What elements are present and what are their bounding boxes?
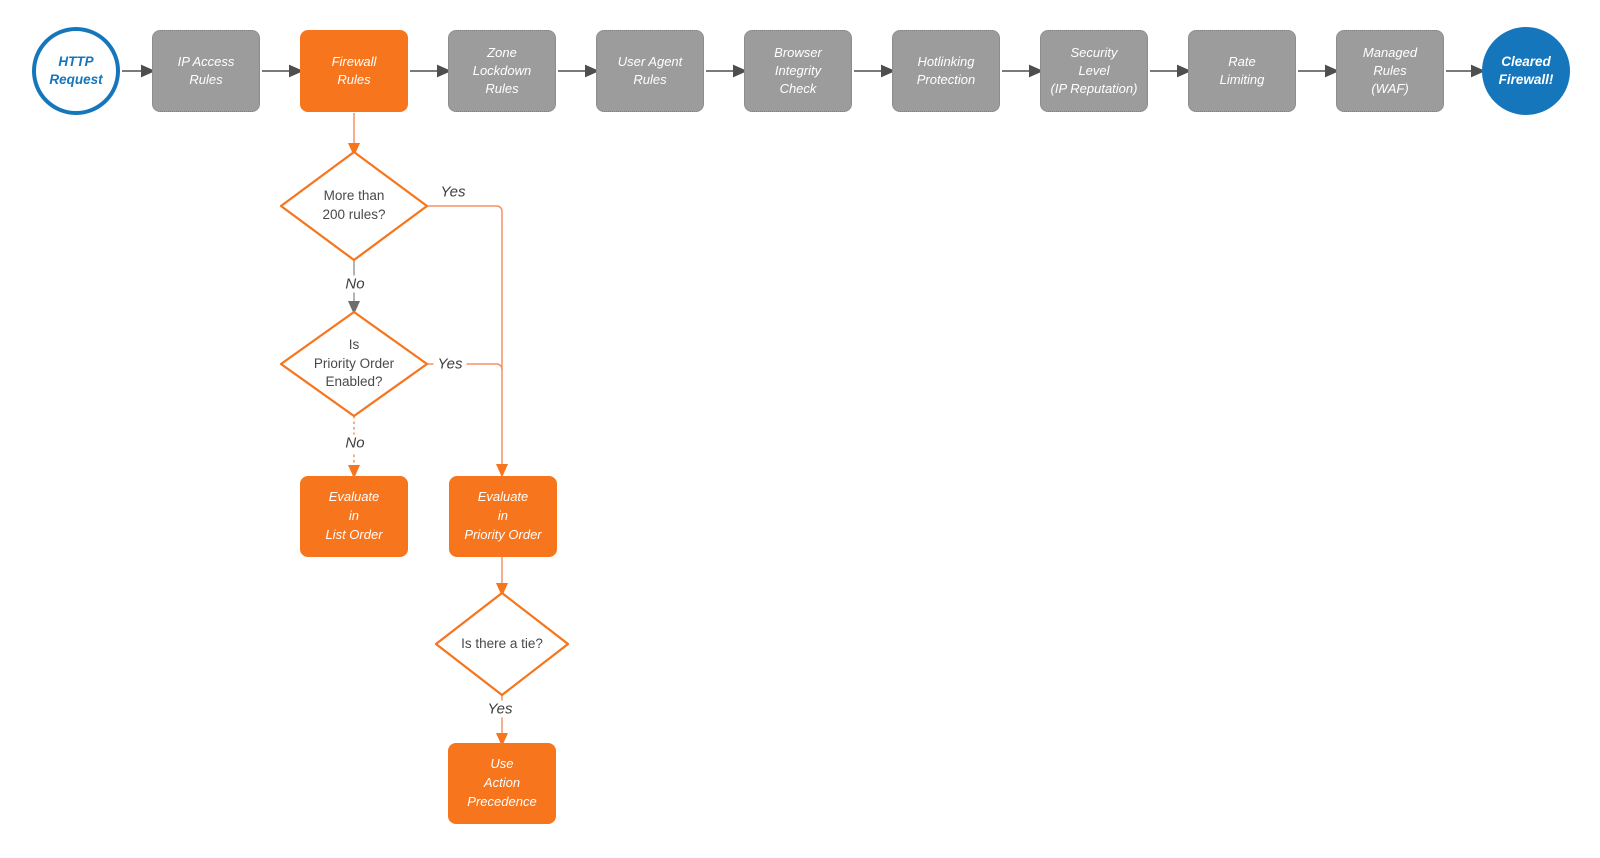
- decision-priority-order-enabled-shape: [279, 310, 429, 418]
- node-user-agent-rules: User Agent Rules: [596, 30, 704, 112]
- decision-priority-order-enabled: Is Priority Order Enabled?: [313, 336, 395, 390]
- node-evaluate-priority-order: Evaluate in Priority Order: [449, 476, 557, 557]
- edge-label-priority-enabled-yes: Yes: [433, 355, 467, 373]
- node-http-request: HTTP Request: [32, 27, 120, 115]
- node-firewall-rules: Firewall Rules: [300, 30, 408, 112]
- edge-label-rule-count-no: No: [341, 275, 369, 293]
- node-rate-limiting: Rate Limiting: [1188, 30, 1296, 112]
- edge-priority-enabled-yes: [427, 363, 503, 371]
- edge-label-tie-yes: Yes: [483, 700, 517, 718]
- node-hotlinking-protection: Hotlinking Protection: [892, 30, 1000, 112]
- decision-more-than-200-rules-shape: [279, 150, 429, 262]
- edge-label-priority-enabled-no: No: [341, 434, 369, 452]
- node-browser-integrity-check: Browser Integrity Check: [744, 30, 852, 112]
- edge-label-rule-count-yes: Yes: [440, 183, 466, 201]
- decision-is-there-a-tie-shape: [434, 591, 570, 697]
- node-use-action-precedence: Use Action Precedence: [448, 743, 556, 824]
- node-zone-lockdown-rules: Zone Lockdown Rules: [448, 30, 556, 112]
- node-ip-access-rules: IP Access Rules: [152, 30, 260, 112]
- edge-rule-count-yes: [427, 205, 508, 478]
- decision-is-there-a-tie: Is there a tie?: [461, 635, 543, 651]
- decision-more-than-200-rules: More than 200 rules?: [322, 188, 386, 222]
- node-cleared-firewall: Cleared Firewall!: [1482, 27, 1570, 115]
- node-managed-rules-waf: Managed Rules (WAF): [1336, 30, 1444, 112]
- node-security-level: Security Level (IP Reputation): [1040, 30, 1148, 112]
- node-evaluate-list-order: Evaluate in List Order: [300, 476, 408, 557]
